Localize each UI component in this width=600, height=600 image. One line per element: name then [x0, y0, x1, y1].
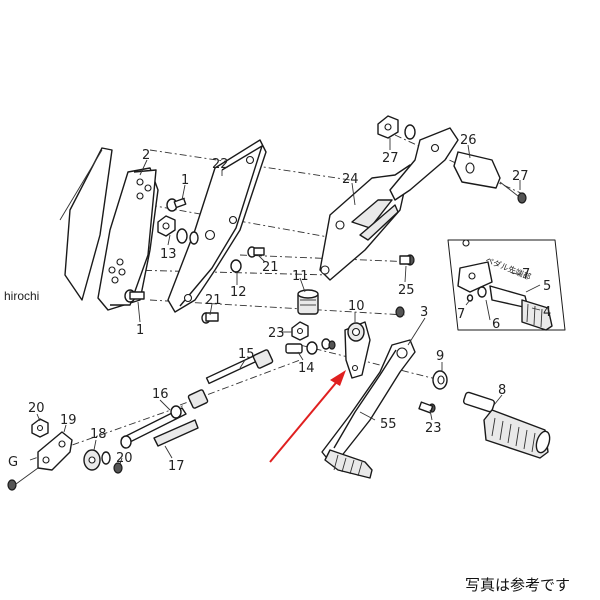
- bracket-plate-2: [97, 167, 159, 311]
- callout-15: 15: [238, 347, 255, 362]
- nut-20-upper: [31, 418, 49, 438]
- bolt-1-lower: [124, 289, 145, 303]
- callout-11: 11: [292, 269, 309, 284]
- callout-22: 22: [212, 157, 229, 172]
- callout-16: 16: [152, 387, 169, 402]
- detail-inset: [447, 239, 566, 331]
- callout-7-upper: 7: [522, 267, 530, 282]
- red-arrow: [269, 370, 346, 463]
- callout-20-lower: 20: [116, 451, 133, 466]
- callout-25: 25: [398, 283, 415, 298]
- reference-note: 写真は参考です: [465, 576, 570, 594]
- callout-23-upper: 23: [268, 326, 285, 341]
- callout-1-lower: 1: [136, 323, 144, 338]
- bushing-11: [297, 289, 405, 318]
- pivot-block-26: [453, 151, 501, 189]
- collar-14: [285, 338, 336, 355]
- joint-18: [83, 449, 111, 471]
- callout-55: 55: [380, 417, 397, 432]
- nut-27-upper: [377, 115, 416, 140]
- bolt-21-upper: [247, 246, 265, 258]
- frame-outline: [64, 147, 113, 301]
- linkage-16-17: [120, 405, 199, 449]
- bolt-23-lower: [418, 401, 436, 414]
- callout-13: 13: [160, 247, 177, 262]
- bolt-23-upper: [291, 321, 309, 341]
- foot-peg-grip: [491, 417, 536, 453]
- callout-10: 10: [348, 299, 365, 314]
- spacer-12: [230, 259, 242, 273]
- pedal-tip-55: [324, 449, 373, 479]
- frame-plate-22: [167, 139, 267, 313]
- callout-20-upper: 20: [28, 401, 45, 416]
- callout-26: 26: [460, 133, 477, 148]
- callout-3: 3: [420, 305, 428, 320]
- callout-17: 17: [168, 459, 185, 474]
- callout-12: 12: [230, 285, 247, 300]
- watermark: hirochi: [4, 289, 39, 303]
- callout-4: 4: [543, 305, 551, 320]
- foot-peg-8: [462, 391, 551, 459]
- callout-27-upper: 27: [382, 151, 399, 166]
- bolt-G: [7, 467, 39, 491]
- bolt-1-upper: [166, 197, 187, 212]
- link-end-19: [37, 431, 73, 471]
- callout-5: 5: [543, 279, 551, 294]
- shift-arm-10: [344, 321, 371, 379]
- leader-lines: [36, 138, 541, 465]
- callout-18: 18: [90, 427, 107, 442]
- callout-1-upper: 1: [181, 173, 189, 188]
- callout-numbers: 2 1 22 13 21 12 11 21 1 24 27 26 27 25 1…: [8, 133, 551, 474]
- bolt-20-lower: [113, 462, 123, 474]
- nut-13: [157, 215, 199, 245]
- bolt-21-lower: [201, 312, 219, 324]
- callout-8: 8: [498, 383, 506, 398]
- bolt-25: [399, 254, 415, 266]
- callout-24: 24: [342, 172, 359, 187]
- callout-27-right: 27: [512, 169, 529, 184]
- callout-14: 14: [298, 361, 315, 376]
- callout-2: 2: [142, 148, 150, 163]
- callout-6: 6: [492, 317, 500, 332]
- bolt-27-right: [499, 181, 527, 204]
- callout-19: 19: [60, 413, 77, 428]
- shift-pedal-3: [321, 339, 416, 463]
- nut-9: [432, 370, 448, 390]
- upper-bracket: [389, 127, 501, 201]
- callout-21-upper: 21: [262, 260, 279, 275]
- rod-15: [187, 349, 274, 409]
- callout-G: G: [8, 455, 18, 470]
- callout-9: 9: [436, 349, 444, 364]
- callout-23-lower: 23: [425, 421, 442, 436]
- callout-21-lower: 21: [205, 293, 222, 308]
- callout-7-lower: 7: [457, 307, 465, 322]
- heel-plate-24: [319, 164, 411, 281]
